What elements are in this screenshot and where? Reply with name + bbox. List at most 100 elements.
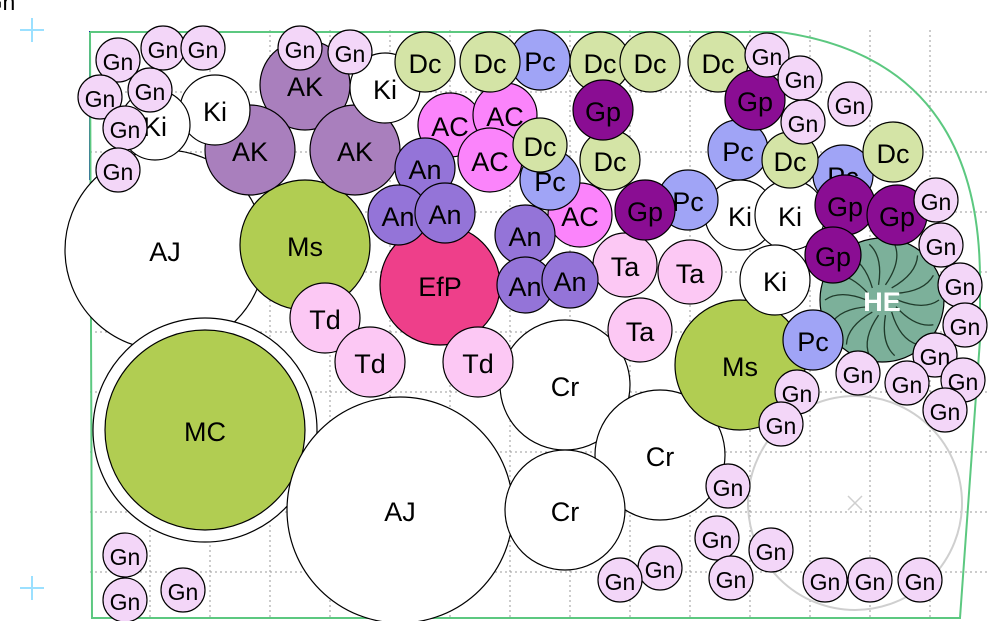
plant-circle xyxy=(804,226,862,284)
plant-label: Td xyxy=(354,349,386,379)
plant-label: An xyxy=(381,202,414,232)
plant-dc: Dc xyxy=(394,31,456,93)
plant-circle xyxy=(744,32,790,78)
plant-label: Gn xyxy=(788,111,819,137)
plant-circle xyxy=(77,74,123,120)
plant-label: An xyxy=(508,222,541,252)
plant-cr: Cr xyxy=(504,449,626,571)
plant-label: Gp xyxy=(627,197,663,227)
plant-gn: Gn xyxy=(897,557,943,603)
plant-gn: Gn xyxy=(827,81,873,127)
plant-label: AK xyxy=(287,72,323,102)
plant-pc: Pc xyxy=(657,169,719,231)
plant-label: Pc xyxy=(722,137,754,167)
plant-label: Gn xyxy=(110,544,141,570)
plant-label: Ta xyxy=(626,317,656,347)
plant-circle xyxy=(847,557,893,603)
plant-dc: Dc xyxy=(761,131,819,189)
plant-label: Gn xyxy=(148,37,179,63)
plant-gn: Gn xyxy=(140,25,186,71)
plant-gn: Gn xyxy=(102,577,148,621)
plant-circle xyxy=(708,555,754,601)
plant-label: AJ xyxy=(384,497,416,527)
plant-ki: Ki xyxy=(179,74,251,146)
plant-circle xyxy=(802,557,848,603)
plant-circle xyxy=(835,350,881,396)
plant-label: Gn xyxy=(905,569,936,595)
plant-circle xyxy=(127,67,173,113)
plant-gn: Gn xyxy=(637,545,683,591)
plant-label: HE xyxy=(863,287,901,317)
plant-gn: Gn xyxy=(913,177,959,223)
plant-circle xyxy=(780,99,826,145)
plant-label: Gn xyxy=(335,41,366,67)
plant-td: Td xyxy=(442,326,514,398)
plant-circle xyxy=(102,532,148,578)
plant-an: An xyxy=(367,184,429,246)
plant-label: Ta xyxy=(611,252,641,282)
plant-circle xyxy=(897,557,943,603)
corner-marker-bottom xyxy=(20,576,44,600)
plant-label: Dc xyxy=(877,139,910,169)
plant-label: AK xyxy=(337,137,373,167)
plant-gn: Gn xyxy=(0,0,15,15)
plant-ta: Ta xyxy=(657,239,723,305)
plant-label: Pc xyxy=(797,327,829,357)
plant-label: An xyxy=(553,267,586,297)
plant-label: Cr xyxy=(551,372,580,402)
plant-label: Gn xyxy=(756,539,787,565)
plant-label: Ms xyxy=(287,232,323,262)
plant-label: Gp xyxy=(737,87,773,117)
plant-label: An xyxy=(408,155,441,185)
plant-gn: Gn xyxy=(102,105,148,151)
plant-label: Ki xyxy=(373,75,397,105)
plant-circle xyxy=(541,251,599,309)
plant-ak: AK xyxy=(309,104,401,196)
plant-label: AC xyxy=(561,202,599,232)
plant-circle xyxy=(289,282,361,354)
plant-label: Gn xyxy=(945,274,976,300)
plant-gp: Gp xyxy=(572,79,634,141)
plant-circle xyxy=(918,222,964,268)
plant-gp: Gp xyxy=(814,174,876,236)
plant-label: Td xyxy=(462,349,494,379)
plant-efp: EfP xyxy=(379,224,501,346)
plant-gn: Gn xyxy=(835,350,881,396)
plant-circle xyxy=(180,25,226,71)
plant-circle xyxy=(277,25,323,71)
plant-circle xyxy=(942,302,988,348)
plant-label: Gn xyxy=(605,569,636,595)
plant-circle xyxy=(597,557,643,603)
plant-dc: Dc xyxy=(862,121,924,183)
plant-circle xyxy=(512,117,568,173)
plant-dc: Dc xyxy=(512,117,568,173)
plant-label: Ki xyxy=(763,267,787,297)
plant-label: Cr xyxy=(646,442,675,472)
plant-circle xyxy=(619,31,681,93)
plant-label: Gn xyxy=(892,372,923,398)
plant-gn: Gn xyxy=(705,463,751,509)
plant-label: Dc xyxy=(474,49,507,79)
plant-label: AJ xyxy=(149,237,181,267)
plant-label: Gn xyxy=(843,362,874,388)
plant-circle xyxy=(694,515,740,561)
plant-circle xyxy=(614,179,676,241)
plant-label: AC xyxy=(486,102,524,132)
empty-circle-cross-icon xyxy=(847,495,863,511)
plant-label: Ki xyxy=(728,202,752,232)
plant-ak: AK xyxy=(259,39,351,131)
plant-ta: Ta xyxy=(607,297,673,363)
plant-label: Gn xyxy=(835,93,866,119)
plant-label: Gn xyxy=(785,67,816,93)
plant-label: An xyxy=(428,200,461,230)
plant-label: Dc xyxy=(524,132,557,162)
plant-ki: Ki xyxy=(704,179,776,251)
plant-an: An xyxy=(414,182,476,244)
plant-label: Pc xyxy=(672,187,704,217)
plant-label: Gn xyxy=(716,567,747,593)
plant-label: Gn xyxy=(103,49,134,75)
plant-circle xyxy=(748,527,794,573)
plant-circle xyxy=(922,387,968,433)
plant-label: Gn xyxy=(110,117,141,143)
